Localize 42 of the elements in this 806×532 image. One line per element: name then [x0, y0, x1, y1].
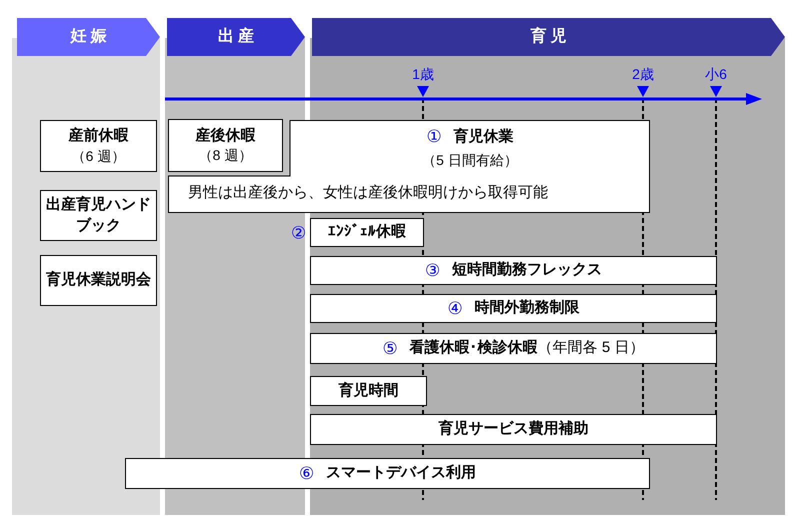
- item-title: 出産育児ハンドブック: [45, 195, 152, 236]
- item-note: （6 週）: [72, 146, 126, 166]
- item-note: 男性は出産後から、女性は産後休暇明けから取得可能: [188, 184, 548, 201]
- item-title: 短時間勤務フレックス: [452, 260, 602, 280]
- milestone-label: 1歳: [412, 65, 434, 84]
- item-title: 看護休暇･検診休暇（年間各 5 日）: [410, 338, 644, 358]
- item-title: 産後休暇: [194, 126, 256, 146]
- leave-box: [168, 120, 650, 213]
- item-title: 育児サービス費用補助: [438, 419, 590, 440]
- item-title: 育児休業: [454, 126, 514, 146]
- item-title: 時間外勤務制限: [474, 298, 580, 318]
- phase-label: 妊 娠: [70, 27, 107, 47]
- circled-number: ⑤: [382, 338, 398, 360]
- circled-number: ③: [425, 260, 440, 282]
- measure-box: [40, 255, 157, 306]
- phase-banner: [167, 18, 305, 56]
- item-title: ｴﾝｼﾞｪﾙ休暇: [327, 222, 407, 242]
- measure-box: [310, 294, 717, 323]
- circled-number: ②: [291, 224, 306, 241]
- circled-number: ①: [426, 126, 442, 148]
- item-title: 育児時間: [338, 380, 400, 401]
- measure-box: [310, 333, 717, 364]
- measure-box: [40, 120, 157, 172]
- circled-number: ④: [448, 298, 462, 320]
- item-title: スマートデバイス利用: [326, 463, 476, 484]
- phase-banner: [312, 18, 785, 56]
- measure-box: [310, 376, 427, 406]
- item-note: （8 週）: [198, 146, 252, 166]
- measure-box: [310, 414, 717, 445]
- phase-banner: [17, 18, 160, 56]
- milestone-label: 小6: [705, 65, 727, 84]
- phase-label: 育 児: [530, 26, 567, 47]
- item-note: （5 日間有給）: [422, 151, 518, 170]
- circled-number: ⑥: [299, 462, 314, 485]
- item-title: 産前休暇: [67, 126, 130, 146]
- measure-box: [168, 119, 283, 172]
- phase-label: 出 産: [218, 26, 254, 47]
- measure-box: [125, 458, 650, 489]
- item-title: 育児休業説明会: [45, 270, 152, 290]
- milestone-label: 2歳: [632, 65, 654, 84]
- measure-box: [40, 190, 157, 241]
- measure-box: [310, 256, 717, 285]
